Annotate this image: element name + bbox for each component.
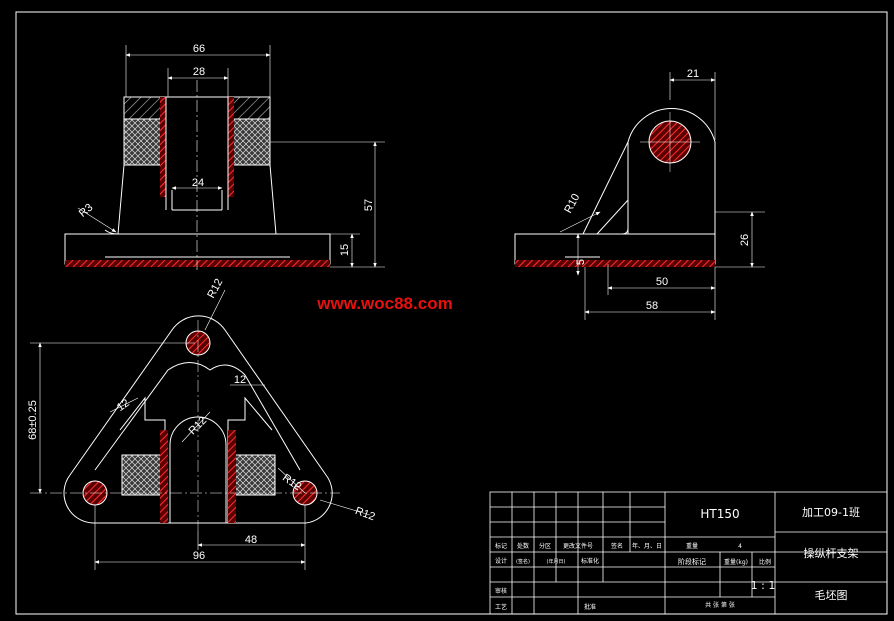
front-base [64,233,331,265]
front-right-cross [227,118,271,166]
row-label-review: 审核 [495,587,507,595]
dim-28: 28 [193,66,205,78]
row-date: (年月日) [547,558,566,565]
dim-top-r12: R12 [205,277,225,300]
dim-96: 96 [193,550,205,562]
material-label: HT150 [700,507,739,521]
dim-24: 24 [192,177,204,189]
weight-label: 重量(kg) [724,558,748,566]
row-label-process: 工艺 [495,603,507,611]
front-view [64,45,385,270]
dim-58: 58 [646,300,658,312]
design-extra-1: 标准化 [581,557,599,565]
count-label: 4 [738,543,742,550]
dim-21: 21 [687,68,699,80]
stage-label: 阶段标记 [678,557,706,566]
dim-15: 15 [339,244,351,256]
front-base-hatch [65,260,330,267]
dim-r10: R10 [562,192,582,215]
title-block [489,491,888,615]
dim-48: 48 [245,534,257,546]
dim-68: 68±0.25 [27,400,39,440]
drawing-type: 毛坯图 [815,589,848,602]
dim-57: 57 [363,199,375,211]
class-name: 加工09-1班 [802,506,860,519]
row-label-design: 设计 [495,557,507,565]
drawing-frame [15,11,888,615]
col-label-4: 更改文件号 [563,542,593,550]
col-label-5: 签名 [611,542,623,550]
scale-value: 1 : 1 [751,579,776,592]
side-base [514,233,716,265]
side-lug-outline [582,108,716,235]
col-label-6: 年、月、日 [632,542,662,550]
part-name: 操纵杆支架 [804,546,859,560]
dim-bottom-r12: R12 [353,505,376,523]
top-view [30,289,371,570]
col-label-3: 分区 [539,542,551,550]
dim-50: 50 [656,276,668,288]
row-hint: (签名) [516,558,530,565]
zone-label: 重量 [686,542,698,550]
approval-label: 批准 [584,603,596,611]
dim-5: 5 [575,259,587,265]
scale-label: 比例 [759,558,771,566]
dim-66: 66 [193,43,205,55]
front-top-left-band [123,96,167,120]
front-left-cross [123,118,167,166]
watermark-text: www.woc88.com [316,294,452,313]
dim-rib-left: 12 [115,397,132,414]
page-label: 共 张 第 张 [705,601,735,609]
col-label-2: 处数 [517,542,529,550]
side-view [514,72,765,320]
dim-26: 26 [739,234,751,246]
front-top-right-band [227,96,271,120]
dim-rib-right: 12 [234,374,246,386]
top-outline [63,315,333,524]
col-label-1: 标记 [495,542,507,550]
